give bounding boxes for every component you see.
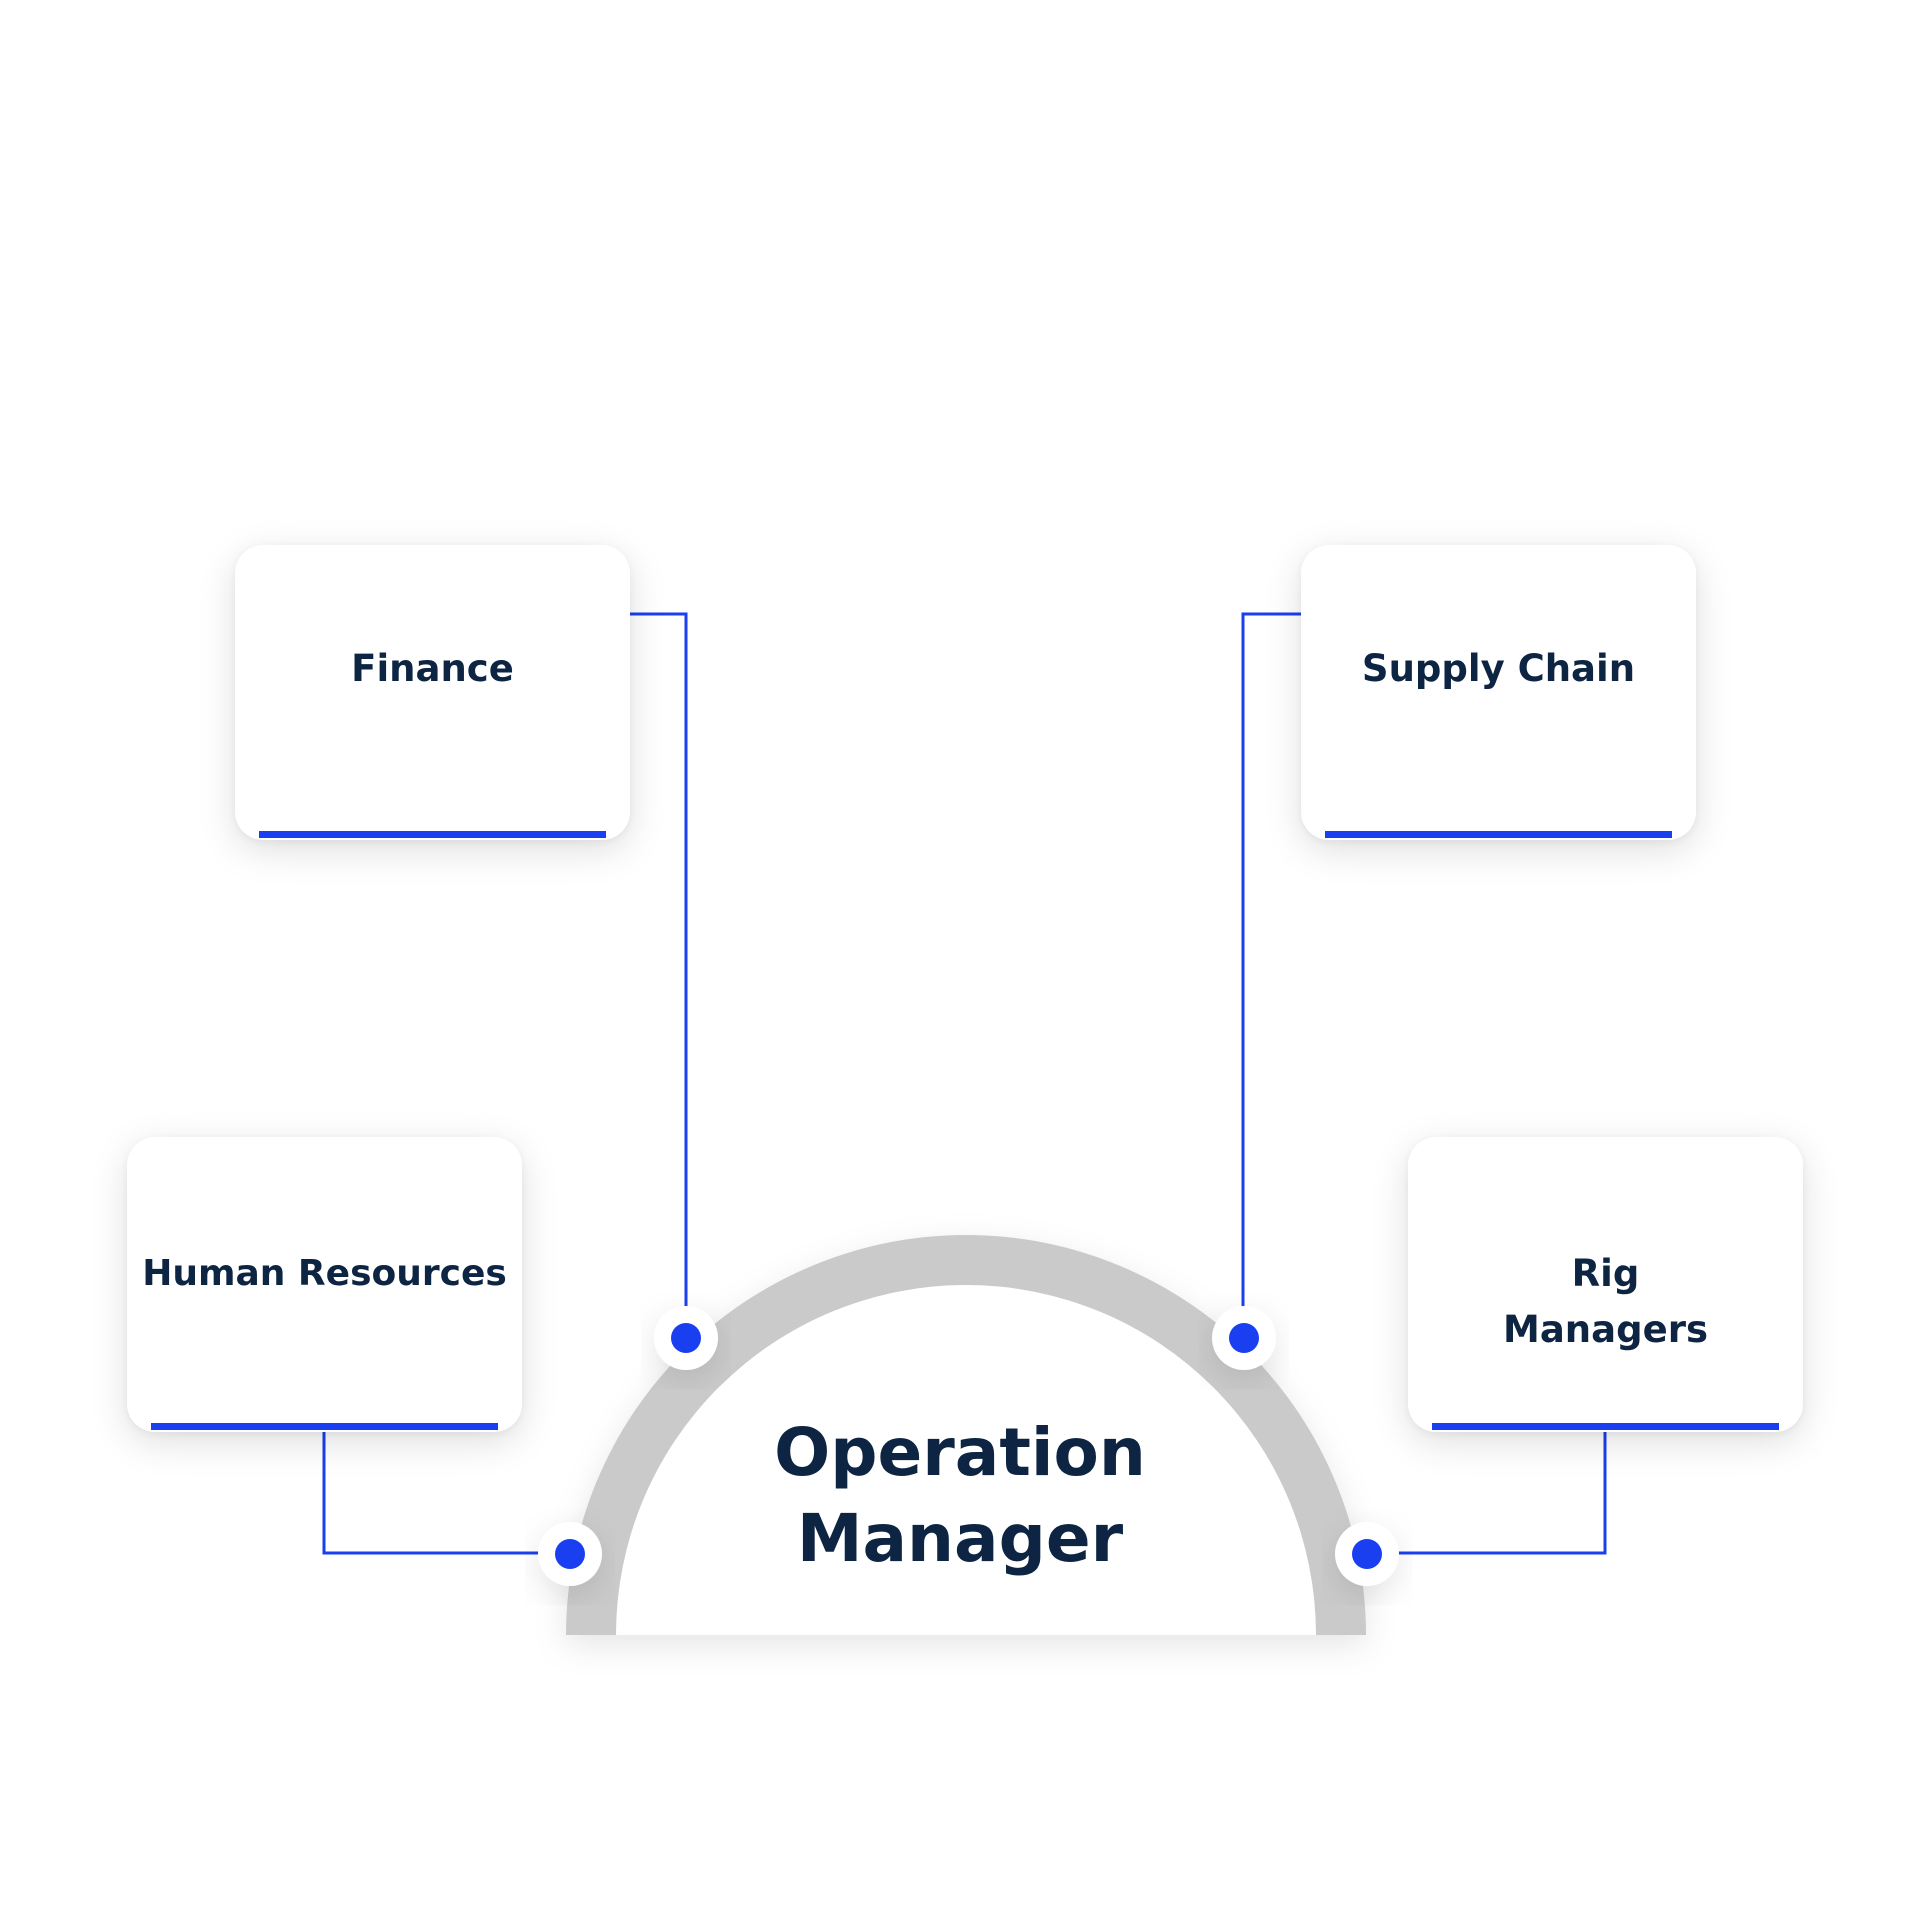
node-rig-managers — [1335, 1522, 1399, 1586]
node-finance — [654, 1306, 718, 1370]
department-underline-rig-managers — [1432, 1423, 1779, 1430]
department-card-finance: Finance — [235, 545, 630, 840]
department-underline-human-resources — [151, 1423, 498, 1430]
department-underline-finance — [259, 831, 606, 838]
node-supply-chain — [1212, 1306, 1276, 1370]
department-card-supply-chain: Supply Chain — [1301, 545, 1696, 840]
department-card-human-resources: Human Resources — [127, 1137, 522, 1432]
department-label-finance: Finance — [351, 647, 514, 690]
department-label-supply-chain: Supply Chain — [1361, 647, 1636, 690]
operation-manager-title: Operation Manager — [774, 1414, 1146, 1577]
connector-supply-chain — [1241, 612, 1301, 1338]
node-human-resources — [538, 1522, 602, 1586]
department-underline-supply-chain — [1325, 831, 1672, 838]
connector-rig-managers — [1368, 1428, 1607, 1555]
connector-human-resources — [322, 1428, 570, 1555]
connector-finance — [628, 612, 688, 1338]
department-card-rig-managers: Rig Managers — [1408, 1137, 1803, 1432]
department-label-rig-managers: Rig Managers — [1503, 1252, 1708, 1351]
operation-manager-inner-disc — [616, 1285, 1316, 1635]
department-label-human-resources: Human Resources — [142, 1253, 507, 1294]
